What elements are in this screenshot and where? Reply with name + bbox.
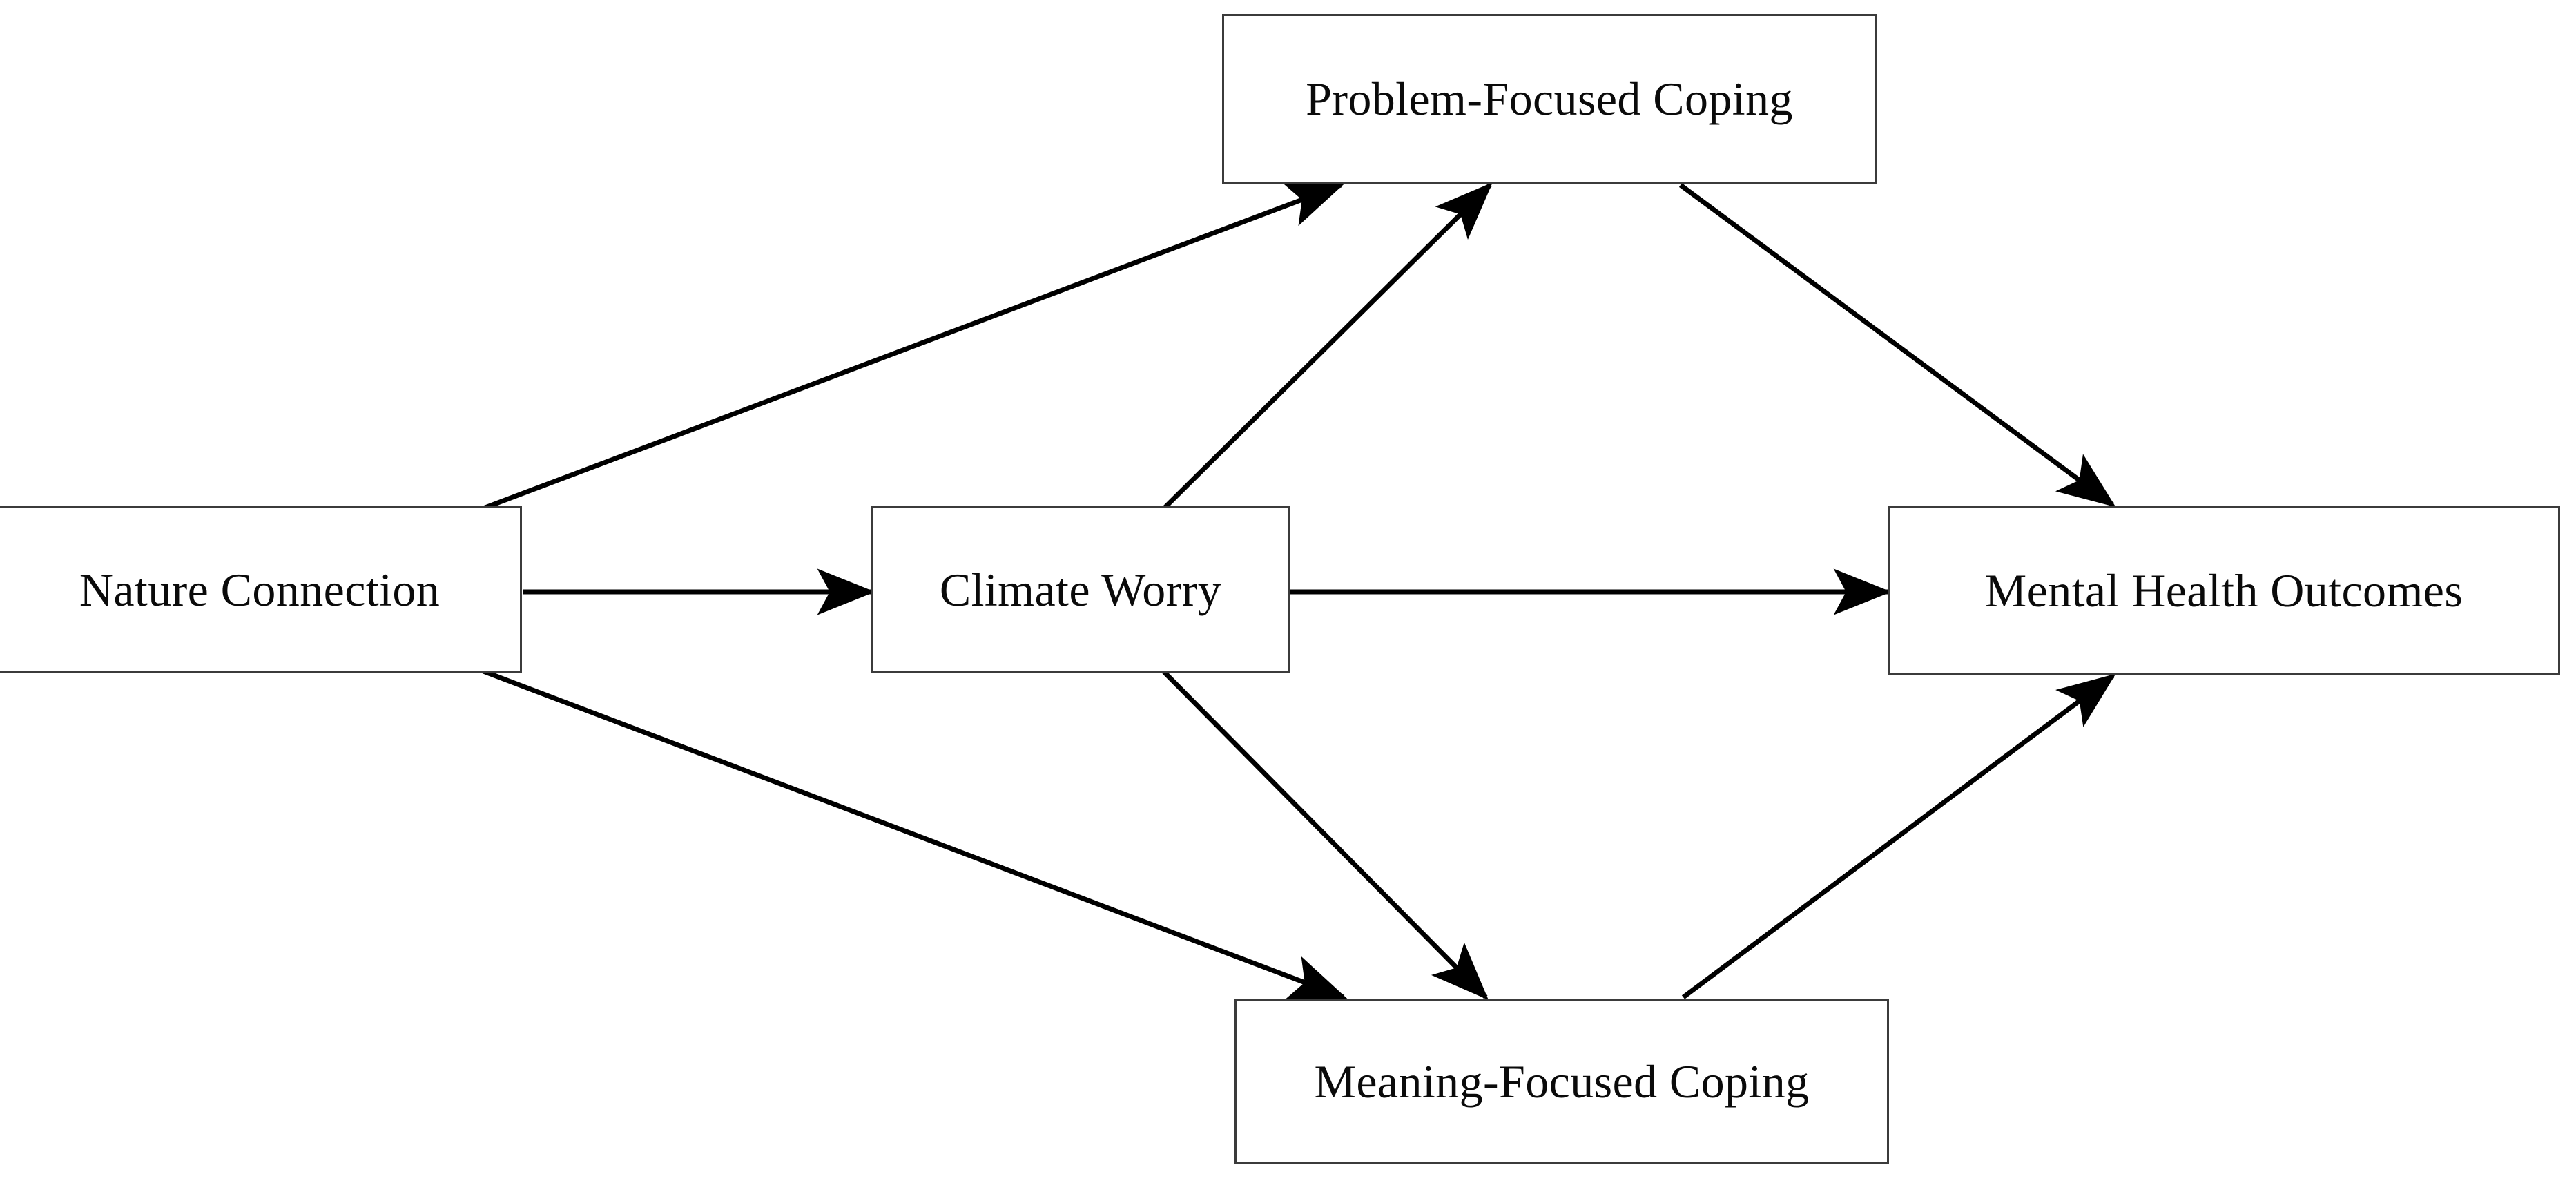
node-climate-worry-label: Climate Worry — [939, 564, 1222, 616]
node-climate-worry[interactable]: Climate Worry — [871, 506, 1290, 673]
edge-climate-worry-to-meaning-focused-coping — [1162, 670, 1489, 1000]
node-mental-health-outcomes[interactable]: Mental Health Outcomes — [1888, 506, 2560, 675]
edge-climate-worry-to-problem-focused-coping — [1162, 182, 1493, 510]
node-meaning-focused-coping-label: Meaning-Focused Coping — [1314, 1055, 1810, 1108]
node-meaning-focused-coping[interactable]: Meaning-Focused Coping — [1234, 999, 1889, 1164]
edge-problem-focused-coping-to-mental-health-outcomes — [1678, 183, 2116, 508]
edge-meaning-focused-coping-to-mental-health-outcomes — [1681, 673, 2116, 999]
node-nature-connection[interactable]: Nature Connection — [0, 506, 522, 673]
node-nature-connection-label: Nature Connection — [79, 564, 440, 616]
node-problem-focused-coping-label: Problem-Focused Coping — [1306, 73, 1793, 125]
edge-nature-connection-to-meaning-focused-coping — [482, 669, 1348, 1000]
edge-nature-connection-to-problem-focused-coping — [482, 182, 1345, 511]
node-problem-focused-coping[interactable]: Problem-Focused Coping — [1222, 14, 1877, 184]
node-mental-health-outcomes-label: Mental Health Outcomes — [1984, 564, 2463, 617]
